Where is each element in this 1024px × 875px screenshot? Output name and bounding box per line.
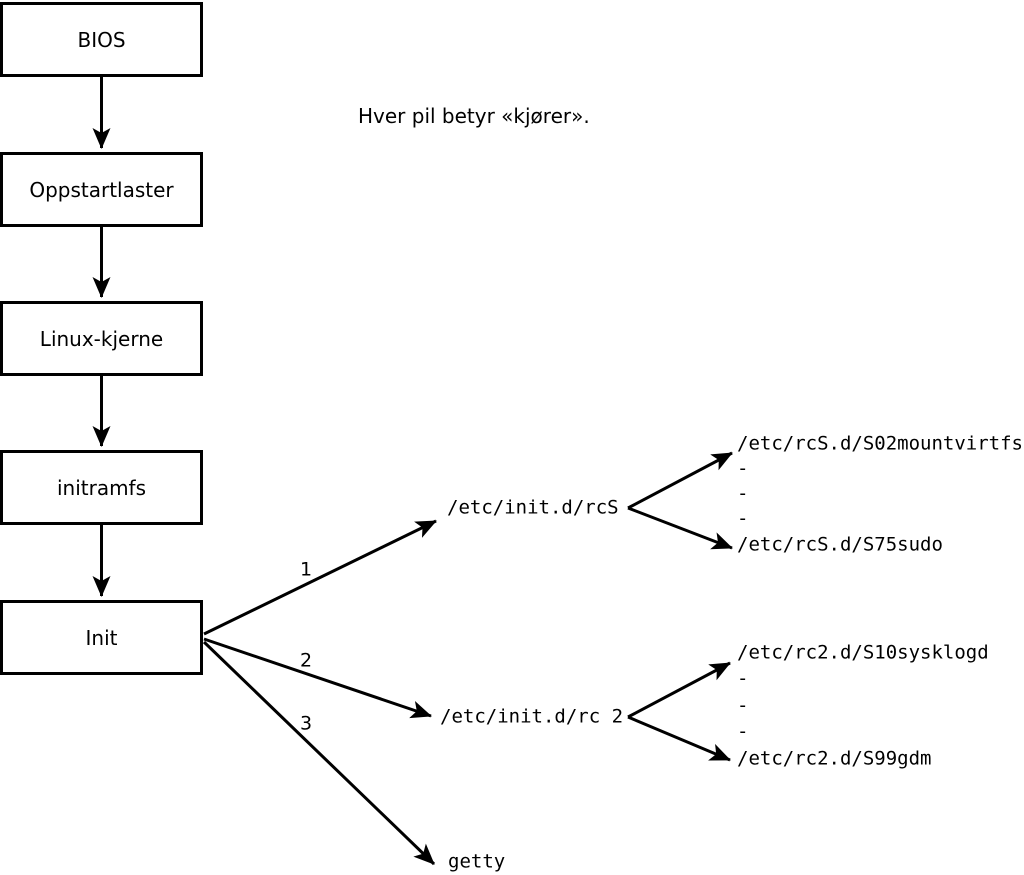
box-initramfs: initramfs [0, 450, 203, 525]
label-init-d-rcs: /etc/init.d/rcS [447, 496, 619, 519]
box-bios: BIOS [0, 2, 203, 77]
box-init-label: Init [85, 625, 118, 650]
note-arrows-meaning: Hver pil betyr «kjører». [358, 104, 590, 128]
arrow-rc2-to-s10sysklogd [627, 661, 731, 719]
rc2-script-ellipsis-1: - [737, 667, 749, 690]
box-initramfs-label: initramfs [56, 475, 147, 500]
box-linux-kjerne-label: Linux-kjerne [39, 326, 164, 351]
rcs-script-ellipsis-3: - [737, 507, 749, 530]
box-bios-label: BIOS [77, 27, 126, 52]
label-init-d-rc2: /etc/init.d/rc 2 [440, 705, 624, 728]
arrow-rc2-to-s99gdm [627, 715, 731, 762]
branch-order-1: 1 [299, 558, 313, 581]
arrow-rcs-to-s02mountvirtfs [627, 451, 733, 510]
rcs-script-s75sudo: /etc/rcS.d/S75sudo [737, 533, 943, 556]
box-oppstartlaster-label: Oppstartlaster [29, 177, 174, 202]
rcs-script-ellipsis-1: - [737, 457, 749, 480]
box-init: Init [0, 600, 203, 675]
arrow-init-to-rcs [203, 519, 437, 636]
arrow-init-to-getty [202, 640, 436, 866]
arrow-init-to-rc2 [203, 637, 432, 719]
label-getty: getty [448, 850, 506, 873]
arrow-rcs-to-s75sudo [627, 506, 733, 550]
rc2-script-ellipsis-3: - [737, 720, 749, 743]
box-oppstartlaster: Oppstartlaster [0, 152, 203, 227]
rcs-script-ellipsis-2: - [737, 482, 749, 505]
box-linux-kjerne: Linux-kjerne [0, 301, 203, 376]
rc2-script-ellipsis-2: - [737, 694, 749, 717]
rc2-script-s99gdm: /etc/rc2.d/S99gdm [737, 747, 932, 770]
branch-order-2: 2 [299, 649, 313, 672]
rcs-script-s02mountvirtfs: /etc/rcS.d/S02mountvirtfs [737, 432, 1023, 455]
branch-order-3: 3 [299, 712, 313, 735]
rc2-script-s10sysklogd: /etc/rc2.d/S10sysklogd [737, 641, 989, 664]
